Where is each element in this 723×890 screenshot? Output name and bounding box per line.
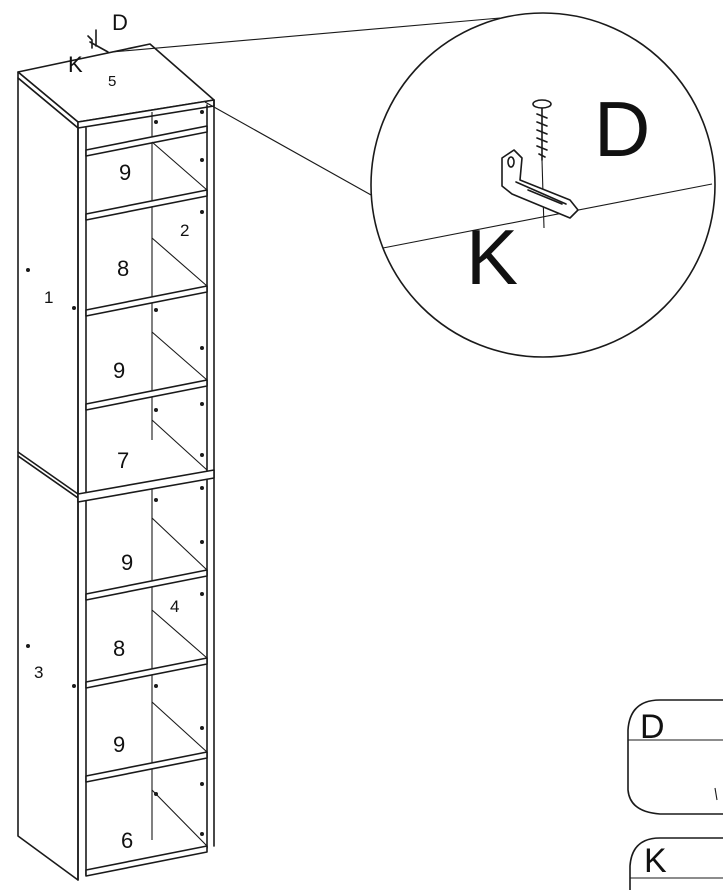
screw-holes — [26, 110, 204, 836]
lower-shelves — [85, 517, 208, 877]
detail-callout: D K — [111, 12, 716, 358]
small-screw-label: D — [112, 10, 128, 35]
legend-card-bracket — [629, 837, 723, 890]
upper-shelves — [85, 125, 208, 471]
shelf-label: 9 — [113, 358, 125, 383]
small-bracket-icon — [87, 29, 109, 53]
bookcase-cabinet: 5 1 2 3 4 9 8 9 7 9 8 9 6 D K — [17, 10, 215, 881]
part-label-top: 5 — [108, 73, 116, 90]
part-label-upper-side: 1 — [44, 288, 53, 307]
part-label-upper-back: 2 — [180, 221, 189, 240]
screw-icon — [532, 99, 552, 229]
shelf-label: 9 — [121, 550, 133, 575]
callout-bracket-label: K — [466, 213, 518, 301]
part-label-lower-back: 4 — [170, 597, 179, 616]
hardware-legend: D K — [627, 699, 723, 890]
legend-card-screw — [627, 699, 723, 815]
shelf-label: 8 — [113, 636, 125, 661]
shelf-label: 9 — [113, 732, 125, 757]
shelf-label: 7 — [117, 448, 129, 473]
shelf-label: 6 — [121, 828, 133, 853]
part-label-lower-side: 3 — [34, 663, 43, 682]
lower-side-panel — [17, 455, 79, 881]
small-bracket-label: K — [68, 52, 83, 77]
legend-label-screw: D — [640, 708, 665, 746]
shelf-label: 9 — [119, 160, 131, 185]
shelf-label: 8 — [117, 256, 129, 281]
l-bracket-icon — [501, 149, 579, 219]
legend-label-bracket: K — [644, 842, 667, 880]
callout-screw-label: D — [594, 85, 650, 173]
